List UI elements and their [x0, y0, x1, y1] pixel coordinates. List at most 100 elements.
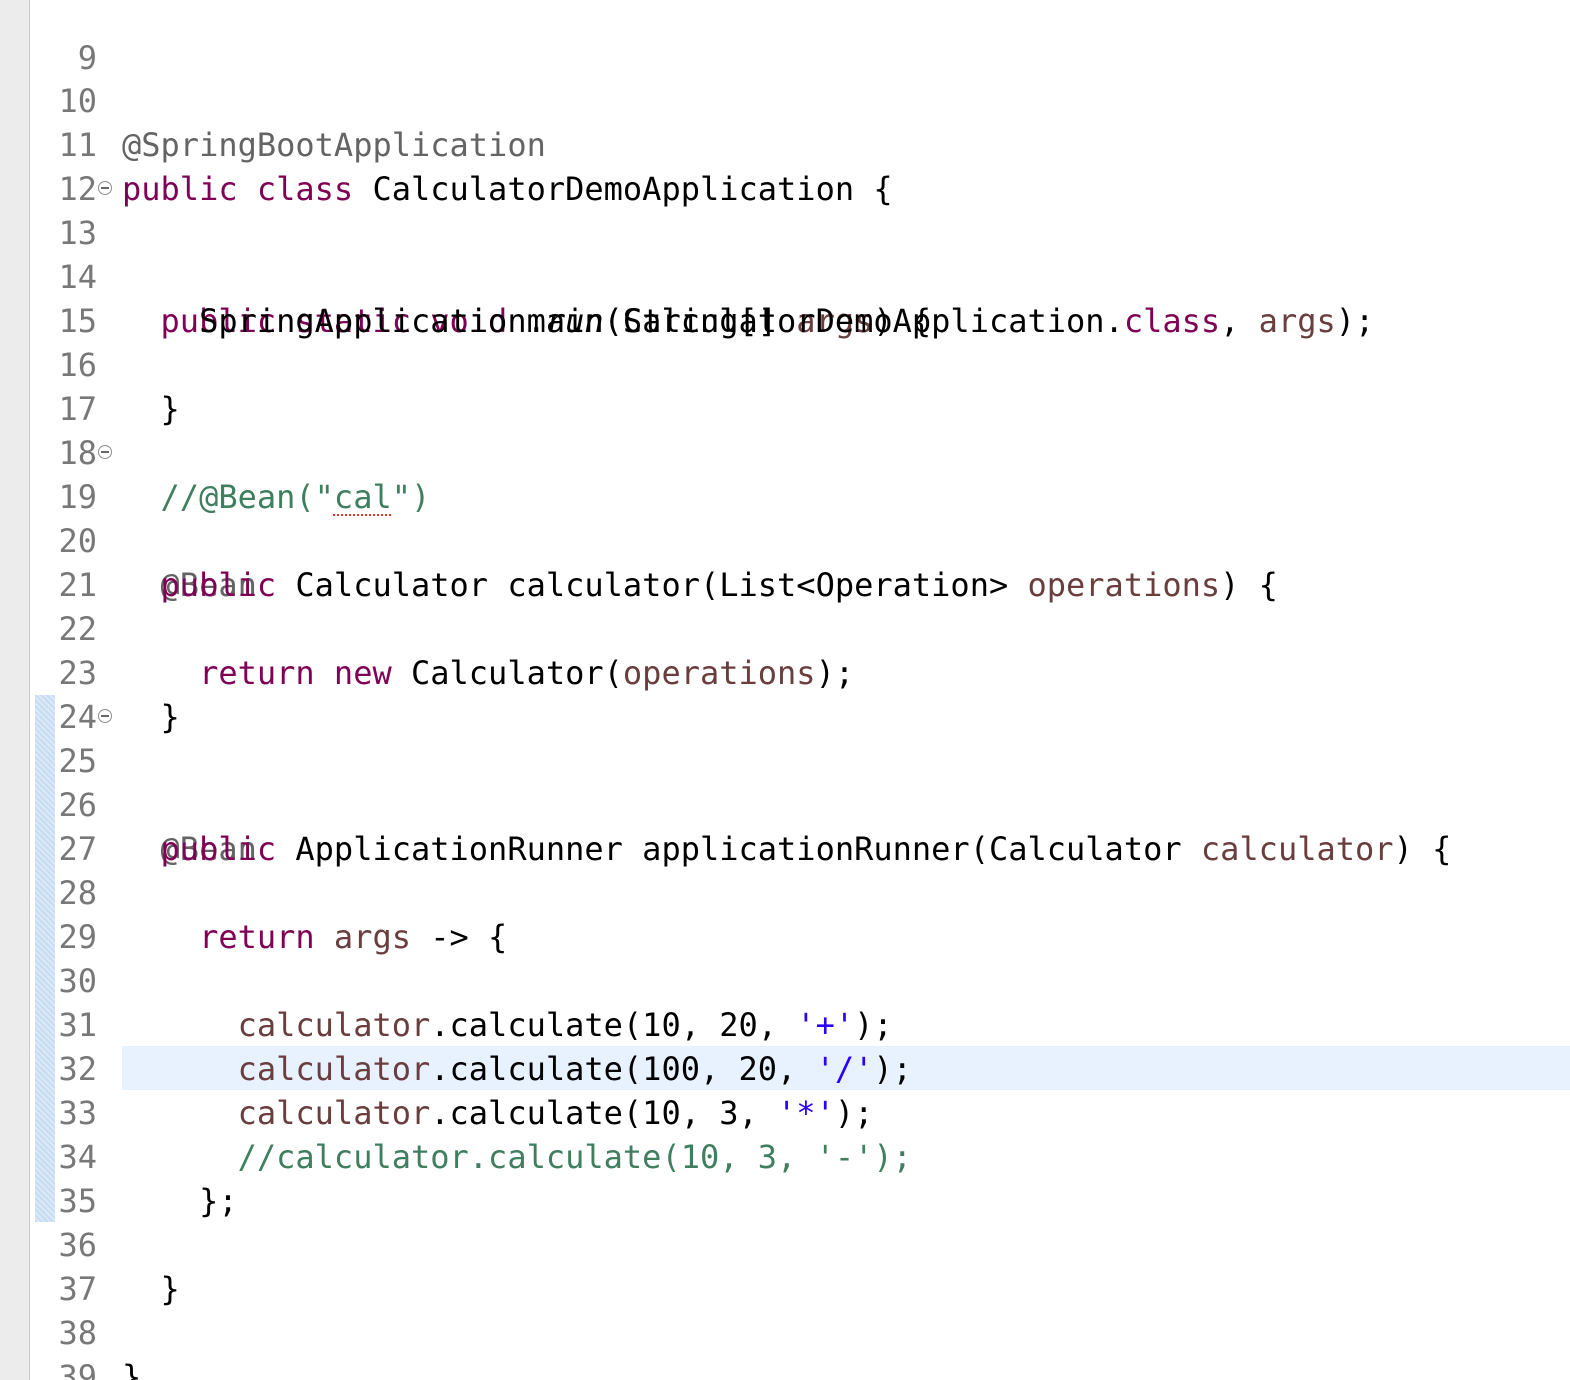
code-token: );: [854, 1006, 893, 1044]
code-line[interactable]: 10 @SpringBootApplication: [0, 35, 545, 164]
code-line[interactable]: 13 public static void main(String[] args…: [0, 167, 931, 340]
code-line[interactable]: 32 calculator.calculate(10, 3, '*');: [0, 1003, 873, 1132]
keyword-token: class: [1123, 302, 1221, 340]
code-line[interactable]: 16 }: [0, 299, 179, 428]
code-token: );: [815, 654, 855, 692]
parameter-token: args: [796, 302, 874, 340]
code-line[interactable]: 30 calculator.calculate(10, 20, '+');: [0, 915, 892, 1044]
code-line[interactable]: 21: [0, 519, 97, 604]
code-line[interactable]: 19 @Bean: [0, 431, 257, 604]
code-token: );: [834, 1094, 874, 1132]
code-line[interactable]: 36 }: [0, 1179, 179, 1308]
line-number: 19: [58, 478, 97, 516]
line-number: 16: [58, 346, 97, 384]
line-number: 17: [58, 390, 97, 428]
line-number: 26: [58, 786, 97, 824]
line-number: 22: [58, 610, 97, 648]
code-line[interactable]: 20 public Calculator calculator(List<Ope…: [0, 475, 1277, 604]
code-line[interactable]: 25 @Bean: [0, 695, 257, 868]
code-line[interactable]: 11 public class CalculatorDemoApplicatio…: [0, 79, 892, 208]
line-number: 28: [58, 874, 97, 912]
code-line-current[interactable]: 33 //calculator.calculate(10, 3, '-');: [0, 1047, 911, 1176]
code-token: ) {: [873, 302, 932, 340]
keyword-token: public: [160, 302, 277, 340]
quick-diff-change-bar: [35, 695, 55, 1222]
keyword-token: void: [430, 302, 508, 340]
spelling-warning-token: cal: [333, 478, 392, 516]
line-number: 35: [58, 1182, 97, 1220]
keyword-token: static: [295, 302, 411, 340]
line-number: 10: [58, 82, 97, 120]
annotation-token: @Bean: [160, 566, 257, 604]
line-number: 39: [58, 1358, 97, 1380]
code-line[interactable]: 31 calculator.calculate(100, 20, '/');: [0, 959, 911, 1088]
code-token: main(String[]: [526, 302, 797, 340]
code-token: }: [160, 1270, 180, 1308]
line-number: 23: [58, 654, 97, 692]
class-name-token: CalculatorDemoApplication: [372, 170, 855, 208]
comment-token: "): [391, 478, 431, 516]
code-line[interactable]: 39: [0, 1311, 97, 1380]
line-number: 18: [58, 434, 97, 472]
line-number: 36: [58, 1226, 97, 1264]
line-number: 27: [58, 830, 97, 868]
code-token: }: [160, 698, 180, 736]
code-token: );: [873, 1050, 912, 1088]
line-number: 12: [58, 170, 97, 208]
keyword-token: return: [199, 654, 315, 692]
code-line[interactable]: 18 //@Bean("cal"): [0, 387, 430, 516]
code-line[interactable]: 35: [0, 1135, 97, 1220]
code-line[interactable]: 29: [0, 871, 97, 956]
collapse-fold-icon[interactable]: [98, 445, 112, 459]
collapse-fold-icon[interactable]: [98, 181, 112, 195]
code-line[interactable]: 28 return args -> {: [0, 827, 507, 956]
line-number: 32: [58, 1050, 97, 1088]
parameter-token: args: [1258, 302, 1336, 340]
keyword-token: new: [333, 654, 392, 692]
parameter-token: calculator: [237, 1094, 431, 1132]
current-line-highlight: [122, 1046, 1570, 1090]
code-line[interactable]: 38 }: [0, 1267, 141, 1380]
parameter-token: calculator: [237, 1050, 431, 1088]
code-token: .calculate(100, 20,: [430, 1050, 816, 1088]
code-line[interactable]: 26 public ApplicationRunner applicationR…: [0, 739, 1451, 868]
code-line[interactable]: 9: [0, 0, 97, 77]
line-number: 37: [58, 1270, 97, 1308]
comment-token: //calculator.calculate(10, 3, '-');: [237, 1138, 912, 1176]
parameter-token: calculator: [1200, 830, 1394, 868]
line-number: 38: [58, 1314, 97, 1352]
code-token: };: [199, 1182, 238, 1220]
code-token: }: [160, 390, 180, 428]
collapse-fold-icon[interactable]: [98, 709, 112, 723]
line-number: 29: [58, 918, 97, 956]
code-line[interactable]: 37: [0, 1223, 97, 1308]
line-number: 34: [58, 1138, 97, 1176]
code-line[interactable]: 24: [0, 651, 97, 736]
line-number: 11: [58, 126, 97, 164]
comment-token: //@Bean(": [160, 478, 334, 516]
keyword-token: public: [160, 830, 277, 868]
line-number: 20: [58, 522, 97, 560]
line-number: 14: [58, 258, 97, 296]
code-line[interactable]: 17: [0, 343, 97, 428]
line-number: 15: [58, 302, 97, 340]
keyword-token: public: [160, 566, 277, 604]
code-line[interactable]: 23 }: [0, 607, 179, 736]
parameter-token: args: [333, 918, 411, 956]
keyword-token: public: [122, 170, 238, 208]
string-token: '*': [777, 1094, 835, 1132]
code-token: );: [1335, 302, 1375, 340]
line-number: 24: [58, 698, 97, 736]
code-line[interactable]: 14 SpringApplication.run(CalculatorDemoA…: [0, 211, 1374, 340]
line-number: 31: [58, 1006, 97, 1044]
code-line[interactable]: 27: [0, 783, 97, 868]
line-number: 25: [58, 742, 97, 780]
parameter-token: calculator: [237, 1006, 431, 1044]
parameter-token: operations: [622, 654, 816, 692]
code-line[interactable]: 15: [0, 255, 97, 340]
code-line[interactable]: 34 };: [0, 1091, 237, 1220]
code-line[interactable]: 22 return new Calculator(operations);: [0, 563, 854, 692]
code-line[interactable]: 12: [0, 123, 97, 208]
code-token: ApplicationRunner applicationRunner(Calc…: [295, 830, 1201, 868]
